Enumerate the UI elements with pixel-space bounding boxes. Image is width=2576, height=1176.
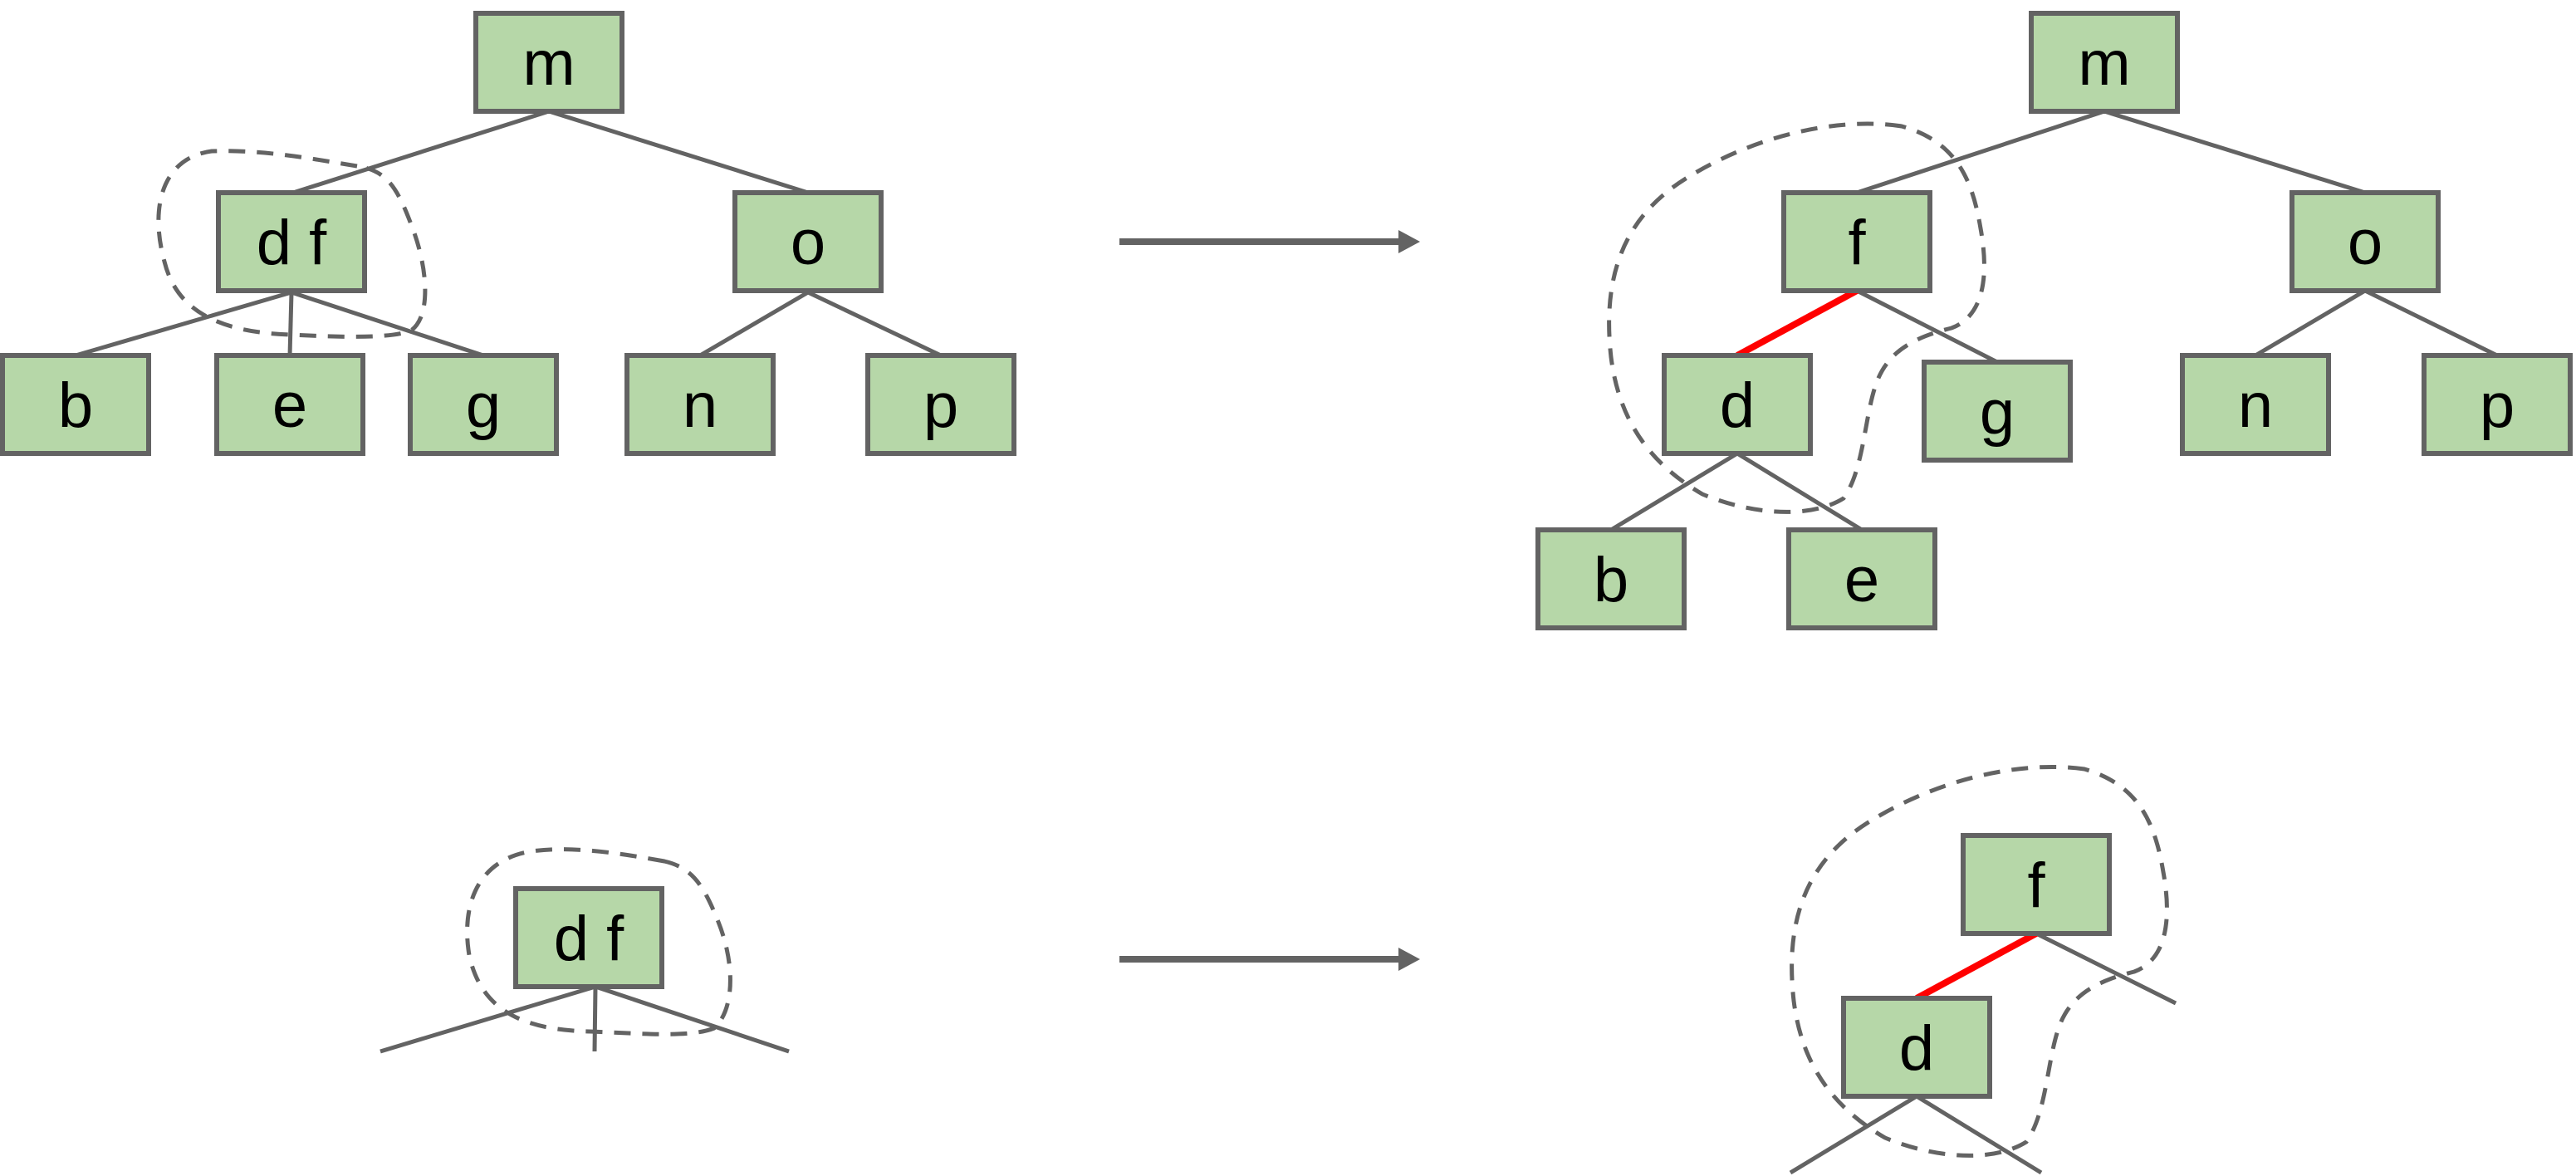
edge-d-b (1609, 451, 1739, 532)
bottom-transform-arrow (1119, 948, 1420, 971)
edge-d-e (1736, 451, 1863, 532)
edge-df-right (595, 984, 790, 1054)
node-f-label: f (1848, 208, 1866, 278)
edge-df-left (380, 984, 596, 1054)
node-p: p (2422, 353, 2573, 456)
top-transform-arrow (1119, 230, 1420, 253)
node-n-label: n (683, 370, 717, 441)
edge-m-o (548, 109, 809, 195)
top-right-tree: m f o d g n p b (1535, 11, 2573, 630)
node-e: e (1786, 527, 1937, 630)
node-o: o (2290, 190, 2441, 293)
edge-m-df (292, 109, 550, 195)
edge-o-p (806, 290, 943, 358)
node-df: d f (216, 190, 367, 293)
node-m-label: m (2078, 28, 2130, 99)
node-m: m (2029, 11, 2180, 114)
bottom-left-fragment: d f (380, 847, 790, 1054)
dashed-highlight-blob (1607, 121, 1986, 514)
node-p-label: p (2480, 370, 2515, 441)
node-b-label: b (58, 370, 93, 441)
red-edge-f-d (1915, 930, 2038, 1002)
node-e: e (214, 353, 365, 456)
node-d-label: d (1720, 370, 1755, 441)
node-m-label: m (522, 28, 575, 99)
edge-df-e (287, 292, 294, 356)
edge-o-p (2363, 288, 2499, 358)
node-d: d (1662, 353, 1813, 456)
top-left-tree: m d f o b e g n p (0, 11, 1016, 456)
node-b-label: b (1594, 545, 1628, 615)
node-m: m (473, 11, 624, 114)
node-f: f (1961, 833, 2112, 936)
node-e-label: e (272, 370, 307, 441)
edge-d-left (1789, 1094, 1918, 1175)
node-o: o (732, 190, 884, 293)
node-e-label: e (1844, 545, 1879, 615)
edge-df-b (75, 290, 292, 358)
edge-f-right (2035, 931, 2177, 1006)
node-d-label: d (1899, 1013, 1934, 1084)
node-n-label: n (2238, 370, 2273, 441)
node-b: b (1535, 527, 1687, 630)
node-o-label: o (791, 208, 825, 278)
node-d: d (1841, 996, 1992, 1099)
dashed-highlight-blob (1790, 764, 2169, 1158)
node-f-label: f (2027, 850, 2045, 921)
edge-o-n (698, 290, 810, 358)
node-p: p (865, 353, 1016, 456)
node-n: n (624, 353, 776, 456)
node-p-label: p (923, 370, 958, 441)
red-edge-f-d (1736, 287, 1859, 359)
node-df-label: d f (554, 904, 624, 974)
node-o-label: o (2348, 208, 2383, 278)
edge-o-n (2254, 288, 2367, 358)
dashed-highlight-blob (465, 847, 732, 1036)
node-b: b (0, 353, 151, 456)
node-df: d f (513, 886, 664, 989)
node-g-label: g (466, 370, 501, 441)
edge-d-right (1915, 1094, 2043, 1175)
node-g: g (408, 353, 559, 456)
edge-m-o (2103, 109, 2366, 195)
dashed-highlight-blob (156, 149, 428, 339)
node-g: g (1922, 360, 2073, 463)
node-g-label: g (1980, 377, 2015, 448)
node-n: n (2180, 353, 2331, 456)
edge-f-g (1855, 288, 1999, 365)
node-df-label: d f (257, 208, 327, 278)
node-f: f (1781, 190, 1932, 293)
bottom-right-fragment: f d (1789, 764, 2177, 1175)
edge-m-f (1856, 109, 2105, 195)
edge-df-g (291, 290, 484, 358)
